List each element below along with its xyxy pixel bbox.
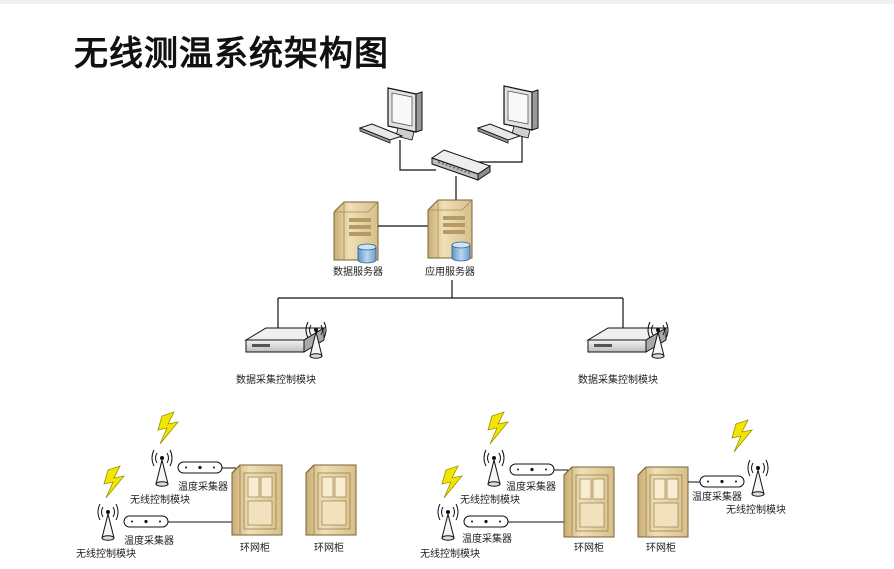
database-icon [357, 243, 377, 264]
lightning-icon [103, 465, 125, 499]
temp-collector-3-label: 温度采集器 [506, 480, 556, 493]
temp-collector-1-label: 温度采集器 [178, 480, 228, 493]
lightning-icon [441, 465, 463, 499]
temp-sensor-icon [177, 461, 223, 474]
ring-cabinet-2: 环网柜 [305, 464, 357, 554]
keyboard-icon [476, 123, 522, 144]
workstation-left [358, 87, 423, 144]
cabinet-icon [637, 466, 689, 538]
collector-control-right: 数据采集控制模块 [578, 321, 669, 386]
temp-collector-2-label: 温度采集器 [124, 534, 174, 547]
ring-cabinet-1: 环网柜 [231, 464, 283, 554]
database-icon [451, 241, 471, 262]
temp-sensor-icon [463, 515, 509, 528]
backbone-lines [277, 280, 624, 332]
temp-sensor-icon [509, 463, 555, 476]
app-server-label: 应用服务器 [425, 265, 475, 278]
antenna-icon [151, 449, 173, 487]
ring-cabinet-4: 环网柜 [637, 466, 689, 554]
network-switch-icon [430, 149, 492, 181]
workstation-right [476, 85, 539, 144]
temp-collector-4-label: 温度采集器 [462, 532, 512, 545]
cabinet-icon [305, 464, 357, 536]
antenna-icon [483, 449, 505, 487]
temp-collector-5-label: 温度采集器 [692, 490, 742, 503]
antenna-icon [437, 503, 459, 541]
wireless-ctrl-2-label: 无线控制模块 [76, 547, 136, 560]
temp-sensor-icon [123, 515, 169, 528]
app-server: 应用服务器 [425, 199, 475, 278]
keyboard-icon [358, 123, 404, 144]
ring-cabinet-2-label: 环网柜 [314, 541, 344, 554]
ring-cabinet-1-label: 环网柜 [240, 541, 270, 554]
top-connection-lines [399, 136, 523, 171]
cabinet-icon [563, 466, 615, 538]
wireless-ctrl-4-label: 无线控制模块 [420, 547, 480, 560]
temp-sensor-icon [699, 475, 745, 488]
ring-cabinet-3: 环网柜 [563, 466, 615, 554]
page-title: 无线测温系统架构图 [74, 34, 389, 74]
monitor-icon [503, 85, 539, 139]
wireless-ctrl-3-label: 无线控制模块 [460, 493, 520, 506]
antenna-icon [97, 503, 119, 541]
data-server: 数据服务器 [333, 201, 383, 278]
collector-control-right-label: 数据采集控制模块 [578, 373, 658, 386]
antenna-icon [747, 459, 769, 497]
ring-cabinet-4-label: 环网柜 [646, 541, 676, 554]
lightning-icon [731, 419, 753, 453]
top-border [0, 0, 894, 4]
cabinet-icon [231, 464, 283, 536]
collector-control-left-label: 数据采集控制模块 [236, 373, 316, 386]
wireless-ctrl-5-label: 无线控制模块 [726, 503, 786, 516]
lightning-icon [157, 411, 179, 445]
ring-cabinet-3-label: 环网柜 [574, 541, 604, 554]
wireless-ctrl-1-label: 无线控制模块 [130, 493, 190, 506]
collector-control-left: 数据采集控制模块 [236, 321, 327, 386]
lightning-icon [487, 411, 509, 445]
data-server-label: 数据服务器 [333, 265, 383, 278]
